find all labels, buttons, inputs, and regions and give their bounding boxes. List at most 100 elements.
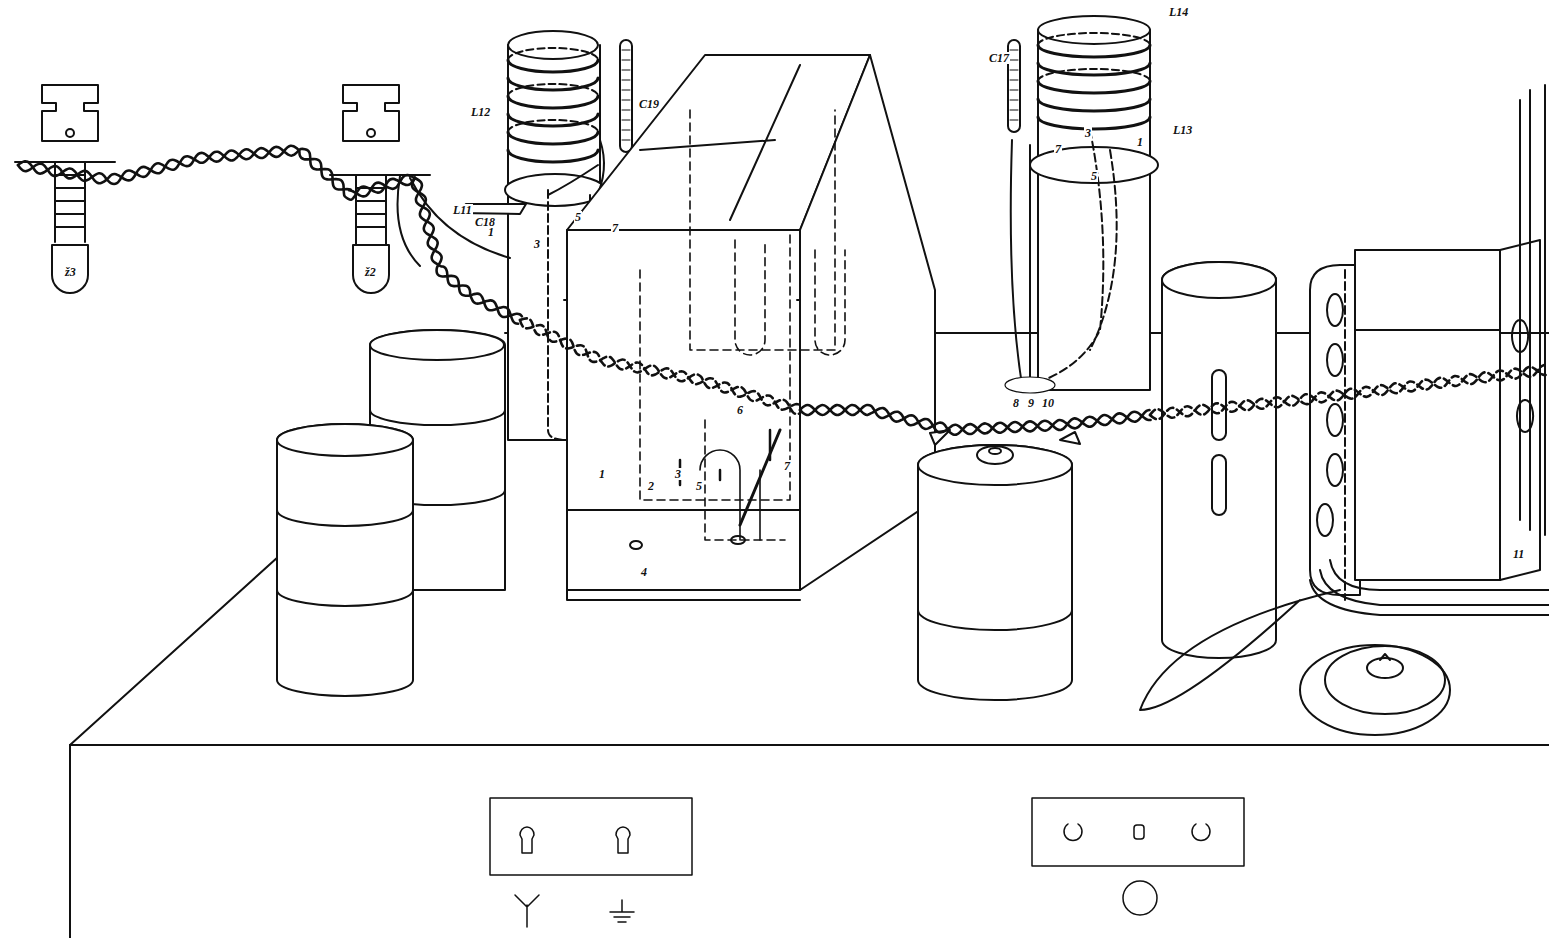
filter-capacitors xyxy=(277,330,505,696)
chassis xyxy=(610,900,634,922)
twisted-wire xyxy=(18,147,415,196)
oscillator-coil xyxy=(620,40,632,152)
pin-number: 5 xyxy=(574,211,582,223)
pilot-lamps xyxy=(15,85,430,293)
pin-number: 10 xyxy=(1041,397,1055,409)
output-transformer xyxy=(1327,294,1343,326)
capacitors-and-tubes xyxy=(1162,262,1276,298)
input-coil xyxy=(1030,130,1117,385)
output-transformer xyxy=(1380,654,1390,660)
part-label: ž2 xyxy=(364,266,377,278)
input-coil xyxy=(1011,140,1030,385)
pin-number: 8 xyxy=(1012,397,1020,409)
tuning-capacitor xyxy=(640,110,845,540)
pin-number: 1 xyxy=(1136,136,1144,148)
tuning-capacitor xyxy=(740,430,780,525)
pin-number: 5 xyxy=(1090,170,1098,182)
twisted-wires xyxy=(18,146,1546,435)
tuning-capacitor xyxy=(564,299,800,301)
pin-number: 11 xyxy=(1512,548,1525,560)
part-label: L11 xyxy=(452,204,473,216)
filter-capacitors xyxy=(277,424,413,456)
chassis xyxy=(1134,825,1144,839)
pin-number: 7 xyxy=(783,460,791,472)
part-label: L12 xyxy=(470,106,491,118)
tuning-capacitor xyxy=(640,65,800,220)
tuning-capacitor xyxy=(800,55,935,590)
capacitors-and-tubes xyxy=(918,262,1276,700)
input-coil xyxy=(1030,147,1158,183)
tuning-capacitor xyxy=(564,55,935,600)
output-transformer xyxy=(1310,265,1360,595)
chassis xyxy=(490,798,692,875)
chassis xyxy=(515,895,539,927)
filter-capacitors xyxy=(370,330,504,360)
pilot-lamps xyxy=(353,245,389,293)
pilot-lamps xyxy=(356,188,386,227)
twisted-wire xyxy=(18,146,415,200)
twisted-wire xyxy=(800,405,1151,434)
part-label: ž3 xyxy=(64,266,77,278)
tuning-capacitor xyxy=(630,541,642,549)
oscillator-coil xyxy=(548,140,604,200)
wire xyxy=(398,176,421,266)
pin-number: 5 xyxy=(695,480,703,492)
pin-number: 7 xyxy=(611,222,619,234)
capacitors-and-tubes xyxy=(989,448,1001,454)
output-transformer xyxy=(1300,645,1450,735)
oscillator-coil xyxy=(508,31,598,59)
pin-number: 4 xyxy=(640,566,648,578)
capacitors-and-tubes xyxy=(930,430,1080,445)
filter-capacitors xyxy=(277,510,413,606)
capacitors-and-tubes xyxy=(918,610,1072,630)
chassis xyxy=(1064,824,1210,840)
pin-number: 3 xyxy=(1084,127,1092,139)
twisted-wire xyxy=(520,318,799,414)
pilot-lamps xyxy=(55,175,85,227)
capacitors-and-tubes xyxy=(918,445,1072,700)
pin-number: 2 xyxy=(647,480,655,492)
oscillator-coil xyxy=(508,60,598,162)
part-label: L13 xyxy=(1172,124,1193,136)
filter-capacitors xyxy=(277,424,413,696)
output-transformer xyxy=(1327,404,1343,436)
twisted-wire xyxy=(412,178,518,324)
pin-number: 3 xyxy=(674,468,682,480)
output-transformer xyxy=(1355,250,1500,580)
pilot-lamps xyxy=(52,245,88,293)
pin-number: 9 xyxy=(1027,397,1035,409)
tuning-capacitor xyxy=(731,536,745,544)
capacitors-and-tubes xyxy=(918,445,1072,485)
chassis xyxy=(1123,881,1157,915)
input-coil xyxy=(1038,16,1150,44)
pilot-lamps xyxy=(66,129,74,137)
pin-number: 7 xyxy=(1054,143,1062,155)
chassis xyxy=(520,827,630,853)
pilot-lamps xyxy=(343,85,399,141)
twisted-wire xyxy=(415,178,522,317)
output-transformer xyxy=(1520,85,1545,535)
pin-number: 1 xyxy=(598,468,606,480)
oscillator-coil xyxy=(508,48,598,132)
twisted-wire xyxy=(1150,365,1544,418)
input-coil xyxy=(1038,33,1150,81)
input-coil xyxy=(1038,30,1150,390)
pilot-lamps xyxy=(42,85,98,141)
capacitors-and-tubes xyxy=(977,446,1013,464)
pin-number: 3 xyxy=(533,238,541,250)
input-coil xyxy=(1038,45,1150,129)
wire xyxy=(410,178,510,258)
input-coil xyxy=(1005,16,1158,393)
part-label: C17 xyxy=(988,52,1010,64)
tuning-capacitor xyxy=(680,430,770,485)
output-transformer xyxy=(1325,646,1445,714)
capacitors-and-tubes xyxy=(1162,262,1276,658)
output-transformer xyxy=(1345,270,1500,600)
output-transformer xyxy=(1355,240,1540,580)
output-transformer xyxy=(1317,504,1333,536)
output-transformer xyxy=(1140,85,1549,735)
oscillator-coil xyxy=(622,50,630,140)
chassis xyxy=(1032,798,1244,866)
